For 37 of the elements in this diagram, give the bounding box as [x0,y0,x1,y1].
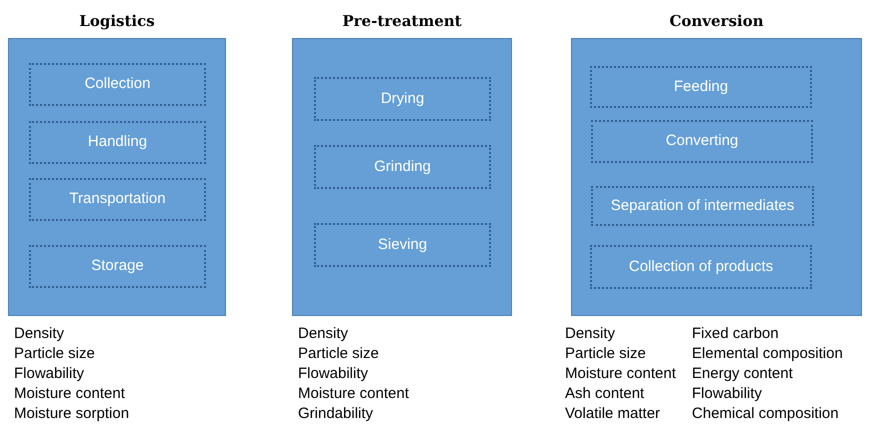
property-text: Grindability [298,404,374,424]
step-box: Sieving [314,223,491,267]
property-text: Flowability [14,364,86,384]
step-box: Storage [29,245,206,288]
step-box: Converting [591,120,813,163]
property-text: Flowability [298,364,370,384]
step-box: Collection of products [590,245,812,289]
property-text: Particle size [298,344,380,364]
step-box: Feeding [590,66,812,108]
step-box: Handling [29,121,206,164]
step-box: Grinding [314,145,491,189]
property-text: Density [565,324,616,344]
step-box: Separation of intermediates [591,186,814,226]
property-text: Flowability [692,384,763,404]
step-box: Collection [29,63,206,106]
stage-panel [571,38,862,316]
property-text: Particle size [565,344,647,364]
property-text: Chemical composition [692,404,840,424]
stage-heading: Logistics [78,11,156,32]
property-text: Moisture content [14,384,126,404]
stage-panel [292,38,512,316]
property-text: Fixed carbon [692,324,780,344]
stage-panel [8,38,226,316]
property-text: Density [298,324,350,344]
property-text: Elemental composition [692,344,843,364]
property-text: Moisture content [298,384,409,404]
step-box: Drying [314,77,491,121]
step-box: Transportation [29,178,206,221]
property-text: Ash content [565,384,646,404]
property-text: Moisture content [565,364,676,384]
property-text: Moisture sorption [14,404,130,424]
property-text: Energy content [692,364,794,384]
property-text: Volatile matter [565,404,662,424]
property-text: Density [14,324,66,344]
property-text: Particle size [14,344,96,364]
stage-heading: Conversion [668,11,765,32]
stage-heading: Pre-treatment [341,11,463,32]
